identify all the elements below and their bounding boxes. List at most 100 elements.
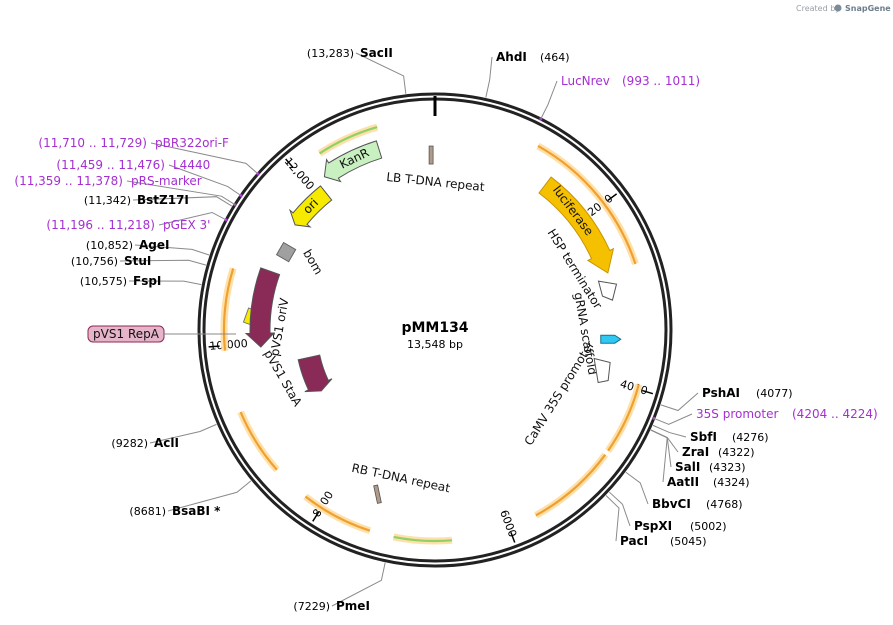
camv-35s-promoter-label: CaMV 35S promoter — [522, 338, 598, 448]
primer-sites: LucNrev(993 .. 1011)35S promoter(4204 ..… — [14, 74, 878, 425]
site-ahdi-name: AhdI — [496, 50, 527, 64]
site-aatii-leader — [650, 429, 668, 483]
credit-text: Created by — [796, 4, 840, 13]
site-ahdi-position: (464) — [540, 51, 570, 64]
primer-l4440-leader — [168, 164, 242, 197]
primer-prs-marker-range: (11,359 .. 11,378) — [14, 174, 123, 188]
site-bstz17i-position: (11,342) — [84, 194, 131, 207]
primer-35s-promoter-range: (4204 .. 4224) — [792, 407, 878, 421]
site-bbvci-leader — [625, 471, 649, 505]
tick-mark — [208, 345, 220, 348]
site-aatii-position: (4324) — [713, 476, 750, 489]
hsp-terminator-marker — [597, 280, 618, 301]
site-agei-position: (10,852) — [86, 239, 133, 252]
site-bsabi-name: BsaBI * — [172, 504, 221, 518]
camv-35s-promoter-marker — [593, 357, 611, 384]
tick-label: 12,000 — [282, 155, 317, 193]
site-pshai-name: PshAI — [702, 386, 740, 400]
site-stui-name: StuI — [124, 254, 151, 268]
primer-pgex-3--range: (11,196 .. 11,218) — [46, 218, 155, 232]
site-sacii-position: (13,283) — [307, 47, 354, 60]
site-paci-name: PacI — [620, 534, 648, 548]
primer-pbr322ori-f-range: (11,710 .. 11,729) — [38, 136, 147, 150]
rb-repeat-marker — [373, 484, 382, 504]
orf-arc — [607, 384, 640, 452]
primer-prs-marker-leader — [126, 180, 236, 206]
primer-l4440-name: L4440 — [173, 158, 210, 172]
primer-pgex-3--leader — [158, 211, 227, 226]
pvs1-staa-arrow — [297, 354, 333, 393]
site-bbvci-name: BbvCI — [652, 497, 691, 511]
orf-halo — [605, 383, 643, 453]
tick-mark — [312, 511, 320, 522]
primer-pbr322ori-f-name: pBR322ori-F — [155, 136, 229, 150]
site-acli-name: AclI — [154, 436, 179, 450]
rb-repeat-label: RB T-DNA repeat — [350, 461, 451, 496]
luciferase-arrow — [538, 176, 615, 274]
primer-35s-promoter-name: 35S promoter — [696, 407, 778, 421]
site-acli-position: (9282) — [111, 437, 148, 450]
site-sali-name: SalI — [675, 460, 700, 474]
orf-arc — [537, 144, 637, 265]
snapgene-logo-icon — [834, 4, 842, 12]
site-paci-leader — [605, 495, 620, 542]
lb-repeat-label: LB T-DNA repeat — [386, 170, 486, 194]
site-paci-position: (5045) — [670, 535, 707, 548]
orf-arc — [222, 268, 235, 351]
site-bstz17i-leader — [132, 196, 233, 207]
tick-label: 10,000 — [209, 337, 248, 353]
snapgene-brand: SnapGene — [845, 4, 891, 13]
site-pspxi-leader — [608, 491, 631, 527]
orf-halo — [534, 452, 609, 519]
site-sacii-leader — [355, 52, 407, 94]
site-sbfi-name: SbfI — [690, 430, 717, 444]
site-sali-position: (4323) — [709, 461, 746, 474]
primer-l4440-range: (11,459 .. 11,476) — [56, 158, 165, 172]
site-pmei-name: PmeI — [336, 599, 370, 613]
backbone-outer-ring — [197, 92, 673, 568]
site-pshai-leader — [660, 392, 699, 412]
site-bbvci-position: (4768) — [706, 498, 743, 511]
site-fspi-leader — [128, 280, 202, 286]
grna-scaffold-marker — [600, 334, 622, 344]
primer-35s-promoter-leader — [653, 413, 693, 425]
site-pmei-leader — [331, 562, 386, 607]
tick-mark — [642, 389, 654, 395]
orf-arc — [535, 454, 607, 517]
pvs1-repa-arrow — [244, 267, 281, 348]
site-sbfi-leader — [652, 424, 687, 438]
site-sbfi-position: (4276) — [732, 431, 769, 444]
site-ahdi-leader — [485, 56, 493, 98]
plasmid-size: 13,548 bp — [407, 338, 463, 351]
site-agei-name: AgeI — [139, 238, 169, 252]
tick-label: 6000 — [497, 508, 519, 539]
site-fspi-position: (10,575) — [80, 275, 127, 288]
site-bsabi-leader — [167, 480, 252, 512]
site-bstz17i-name: BstZ17I — [137, 193, 189, 207]
tick-mark — [285, 158, 294, 168]
site-zrai-name: ZraI — [682, 445, 709, 459]
site-pshai-position: (4077) — [756, 387, 793, 400]
site-agei-leader — [134, 244, 210, 256]
repa-callout-label: pVS1 RepA — [93, 327, 160, 341]
site-sacii-name: SacII — [360, 46, 393, 60]
primer-lucnrev-leader — [540, 80, 558, 120]
ori-arrow — [288, 185, 333, 228]
tick-mark — [510, 531, 516, 543]
primer-lucnrev-name: LucNrev — [561, 74, 610, 88]
lb-repeat-marker — [428, 145, 434, 165]
primer-pbr322ori-f-leader — [150, 142, 259, 175]
orf-arc — [318, 126, 378, 155]
site-stui-position: (10,756) — [71, 255, 118, 268]
orf-arc — [239, 411, 278, 471]
site-zrai-position: (4322) — [718, 446, 755, 459]
plasmid-name: pMM134 — [401, 320, 468, 336]
restriction-sites: SacII (13,283) AhdI (464) PshAI (4077) SbfI (42… — [71, 46, 793, 613]
site-stui-leader — [119, 259, 207, 266]
site-bsabi-position: (8681) — [129, 505, 166, 518]
bom-label: bom — [300, 247, 325, 277]
site-pspxi-position: (5002) — [690, 520, 727, 533]
tick-mark — [607, 193, 618, 202]
bom-marker — [275, 241, 297, 263]
